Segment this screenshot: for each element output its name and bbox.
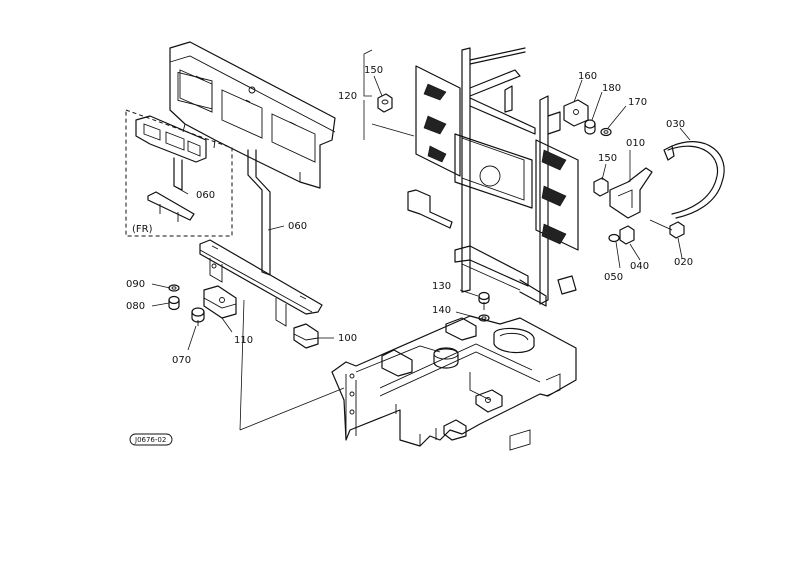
label-010: 010 — [626, 138, 645, 149]
drawing-code: J0676-02 — [129, 433, 173, 446]
label-100: 100 — [338, 333, 357, 344]
nut-040 — [619, 225, 635, 245]
label-080: 080 — [126, 301, 145, 312]
drawing-code-text: J0676-02 — [134, 436, 166, 444]
label-170: 170 — [628, 97, 647, 108]
bolt-070 — [191, 307, 205, 326]
bolt-180 — [584, 119, 596, 135]
nut-150-lower — [593, 177, 609, 197]
label-160: 160 — [578, 71, 597, 82]
label-180: 180 — [602, 83, 621, 94]
stay-060 — [247, 149, 271, 276]
label-150-upper: 150 — [364, 65, 383, 76]
label-150-lower: 150 — [598, 153, 617, 164]
bolt-020 — [649, 219, 685, 239]
clip-100 — [293, 323, 319, 349]
label-030: 030 — [666, 119, 685, 130]
part-labels: 060 060 (FR) 090 080 070 110 100 120 150… — [126, 65, 693, 366]
mesh-plate-left — [415, 65, 461, 177]
nut-150-upper — [377, 93, 393, 113]
leader-lines — [151, 49, 691, 431]
bolt-130 — [478, 291, 490, 310]
battery-frame — [407, 47, 577, 307]
label-020: 020 — [674, 257, 693, 268]
label-040: 040 — [630, 261, 649, 272]
label-090: 090 — [126, 279, 145, 290]
chassis-frame — [331, 315, 577, 451]
washer-050 — [608, 233, 620, 243]
washer-170 — [600, 127, 612, 137]
label-060-inset: 060 — [196, 190, 215, 201]
front-inset — [125, 109, 233, 237]
label-120: 120 — [338, 91, 357, 102]
clamp-bracket-010 — [609, 167, 653, 219]
bracket-110 — [203, 285, 237, 319]
washer-090 — [168, 284, 180, 292]
lower-bracket-bar — [199, 239, 323, 327]
label-fr: (FR) — [132, 224, 153, 235]
upper-panel-frame — [169, 41, 336, 189]
label-050: 050 — [604, 272, 623, 283]
bolt-080 — [168, 295, 180, 311]
label-110: 110 — [234, 335, 253, 346]
band-030 — [663, 141, 725, 219]
label-060: 060 — [288, 221, 307, 232]
label-140: 140 — [432, 305, 451, 316]
bracket-160 — [563, 99, 589, 127]
label-070: 070 — [172, 355, 191, 366]
label-130: 130 — [432, 281, 451, 292]
mesh-plate-right — [535, 139, 579, 251]
